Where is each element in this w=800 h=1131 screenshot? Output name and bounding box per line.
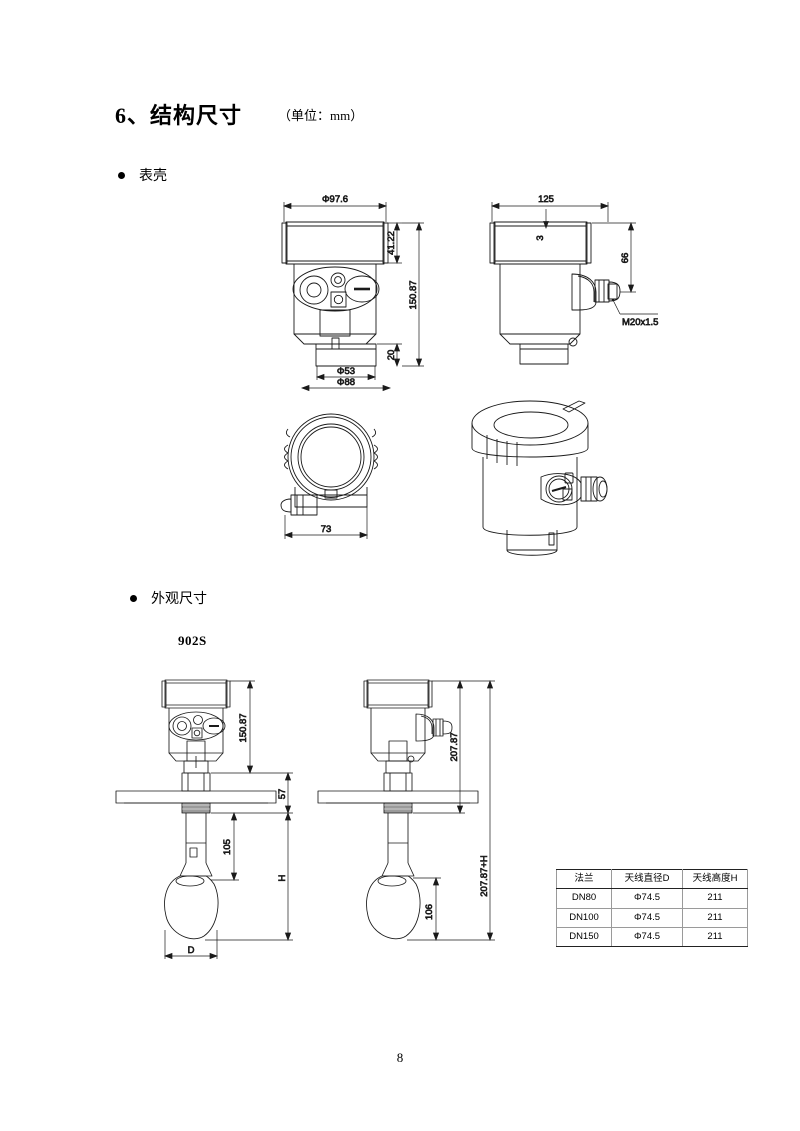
dim-flange-diameter: Φ88 — [337, 377, 355, 388]
bullet-dot-icon-2 — [130, 594, 137, 602]
table-header-flange: 法兰 — [556, 868, 612, 890]
table-header-diameter: 天线直径D — [611, 868, 683, 890]
table-row: DN100 Φ74.5 211 — [556, 907, 748, 928]
dim-total-height: 207.87+H — [479, 855, 490, 897]
cell-diameter: Φ74.5 — [611, 907, 683, 928]
dim-horn-length: 105 — [222, 839, 233, 855]
cell-diameter: Φ74.5 — [611, 926, 683, 948]
page-number: 8 — [396, 1050, 404, 1065]
dim-top-width: 73 — [321, 524, 332, 535]
dim-thread-spec: M20x1.5 — [622, 317, 658, 328]
cell-flange: DN100 — [556, 907, 612, 928]
section-unit-note: （单位：mm） — [278, 108, 364, 123]
table-header-height: 天线高度H — [682, 868, 748, 890]
dim-insert-length: H — [277, 874, 288, 881]
table-row: DN80 Φ74.5 211 — [556, 888, 748, 909]
dim-antenna-height: 106 — [424, 904, 435, 920]
housing-front-view: Φ97.6 41.22 150.87 20 — [246, 192, 446, 392]
dim-gland-height: 66 — [620, 253, 631, 264]
dim-total-height: 150.87 — [408, 280, 419, 309]
dim-flange-offset: 57 — [277, 789, 288, 800]
dim-thread-diameter: Φ53 — [337, 366, 355, 377]
bullet-label-housing: 表壳 — [139, 169, 167, 184]
dim-gap: 3 — [535, 235, 546, 240]
cell-height: 211 — [682, 888, 748, 909]
cell-height: 211 — [682, 907, 748, 928]
cell-height: 211 — [682, 926, 748, 948]
model-label: 902S — [178, 633, 207, 648]
section-heading: 6、结构尺寸 — [115, 98, 242, 130]
section-title-text: 结构尺寸 — [150, 103, 243, 128]
table-row: DN150 Φ74.5 211 — [556, 926, 748, 948]
cell-diameter: Φ74.5 — [611, 888, 683, 909]
cell-flange: DN150 — [556, 926, 612, 948]
housing-iso-view — [445, 385, 625, 556]
housing-side-view: 125 3 66 M20x1.5 — [468, 192, 678, 392]
dim-depth: 125 — [538, 194, 554, 205]
section-number: 6、 — [115, 103, 151, 128]
dim-housing-height: 150.87 — [238, 713, 249, 742]
dim-top-height: 207.87 — [449, 732, 460, 761]
table-header-row: 法兰 天线直径D 天线高度H — [556, 868, 748, 890]
cell-flange: DN80 — [556, 888, 612, 909]
dim-outer-diameter: Φ97.6 — [322, 194, 348, 205]
housing-top-view: 73 — [255, 395, 425, 555]
dim-process-height: 20 — [386, 350, 397, 361]
dim-antenna-diameter: D — [188, 945, 195, 956]
assembly-front-view: 150.87 57 105 H — [110, 668, 310, 963]
bullet-label-appearance: 外观尺寸 — [151, 592, 207, 607]
assembly-side-view: 207.87 207.87+H 106 — [312, 668, 512, 963]
bullet-dot-icon — [118, 171, 125, 179]
dim-display-height: 41.22 — [386, 231, 397, 255]
bullet-item-appearance: 外观尺寸 — [130, 588, 207, 608]
antenna-spec-table: 法兰 天线直径D 天线高度H DN80 Φ74.5 211 DN100 Φ74.… — [556, 868, 748, 948]
bullet-item-housing: 表壳 — [118, 165, 167, 185]
